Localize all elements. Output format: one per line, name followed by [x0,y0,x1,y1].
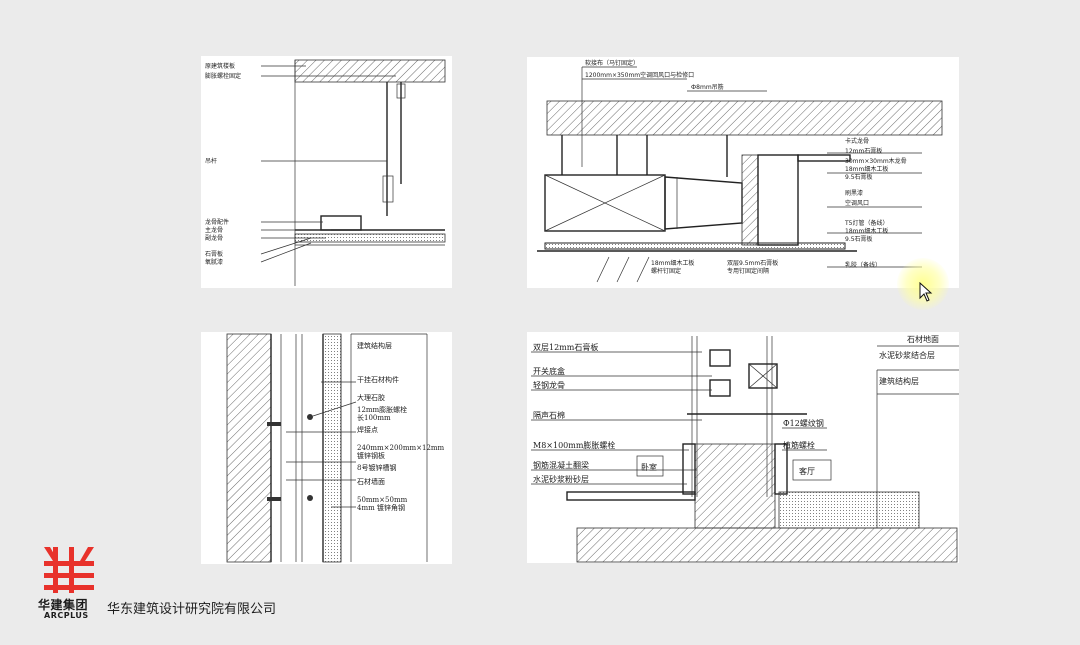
drawing-label: M8×100mm膨胀螺栓 [533,440,615,450]
drawing-label: 乳胶（备线） [845,261,881,269]
partition-wall-detail-drawing: 双层12mm石膏板开关底盒轻钢龙骨隔声石棉 M8×100mm膨胀螺栓钢筋混凝土翻梁… [527,332,959,563]
drawing-label: 18mm细木工板 [651,259,694,267]
drawing-label: 氧腻漆 [205,258,223,266]
drawing-label: 长100mm [357,413,391,422]
drawing-label: 吊杆 [205,157,217,165]
mouse-pointer-icon [919,282,933,302]
drawing-label: 龙骨配件 [205,218,229,226]
drawing-label: 副龙骨 [205,234,223,242]
drawing-label: 镀锌钢板 [357,451,385,460]
arcplus-logo-icon [44,547,94,593]
drawing-label: 8号镀锌槽钢 [357,463,396,472]
drawing-label: 原建筑楼板 [205,62,235,70]
drawing-label: T5灯管（备线） [844,219,888,227]
concrete-beam [694,443,776,529]
drawing-label: 建筑结构层 [879,376,919,386]
drawing-label: 4mm 镀锌角钢 [357,503,405,512]
floor-slab [294,59,446,83]
drawing-label: 9.5石膏板 [845,173,873,181]
logo-english-name: ARCPLUS [44,611,89,620]
drawing-label: 50mm×50mm [357,496,408,504]
drawing-label: 焊接点 [357,425,378,434]
drawing-label: 主龙骨 [205,226,223,234]
drawing-label: 石材墙面 [357,477,385,486]
drawing-label: 240mm×200mm×12mm [357,444,445,452]
drawing-label: 开关底盒 [533,366,565,376]
drawing-label: 水泥砂浆粉砂层 [533,474,589,484]
drawing-label: 1200mm×350mm空调回风口与检修口 [585,71,694,79]
drawing-label: 9.5石膏板 [845,235,873,243]
drawing-label: 18mm细木工板 [845,227,888,235]
drawing-label: 钢筋混凝土翻梁 [533,460,589,470]
drawing-label: 干挂石材构件 [357,375,399,384]
drawing-label: 水泥砂浆结合层 [879,350,935,360]
drawing-label: 刷黑漆 [845,189,863,197]
stone-panel [322,333,342,563]
main-keel [320,215,362,231]
structural-wall [226,333,272,563]
drawing-label: 客厅 [799,466,815,476]
stone-wall-detail-drawing: 建筑结构层干挂石材构件大理石胶 12mm膨胀螺栓长100mm 焊接点 240mm×20… [201,332,452,564]
drawing-label: 双层9.5mm石膏板 [727,259,778,267]
drawing-label: 软接布（马钉固定） [585,59,639,67]
concrete-slab [546,100,943,136]
cursor-highlight [897,258,949,310]
air-outlet-detail-drawing: 软接布（马钉固定） 1200mm×350mm空调回风口与检修口 Ф8mm吊筋卡式龙骨… [527,57,959,288]
ceiling-detail-drawing: 原建筑楼板膨胀螺栓固定吊杆龙骨配件主龙骨副龙骨石膏板氧腻漆 [201,56,452,288]
drawing-label: Ф8mm吊筋 [691,83,724,91]
drawing-label: 隔声石棉 [533,410,565,420]
drawing-label: 双层12mm石膏板 [533,342,598,352]
logo-chinese-name: 华建集团 [38,598,89,612]
drawing-label: 石材地面 [907,334,939,344]
drawing-label: 12mm石膏板 [845,147,882,155]
air-outlet-labels: 软接布（马钉固定） 1200mm×350mm空调回风口与检修口 Ф8mm吊筋卡式龙骨… [585,59,907,275]
drawing-label: 螺杆钉固定 [651,267,681,275]
drawing-label: 卡式龙骨 [845,137,869,145]
drawing-label: Ф12螺纹钢 [783,418,824,428]
drawing-label: 轻钢龙骨 [533,380,565,390]
drawing-label: 建筑结构层 [357,341,392,350]
floor-structure [576,527,958,563]
drawing-label: 18mm细木工板 [845,165,888,173]
drawing-label: 卧室 [641,462,657,472]
drawing-label: 膨胀螺栓固定 [205,72,241,80]
drawing-label: 专用钉固定间隔 [727,267,769,275]
drawing-label: 空调风口 [845,199,869,207]
drawing-label: 石膏板 [205,250,223,258]
drawing-label: 12mm膨胀螺栓 [357,405,407,414]
drawing-label: 30mm×30mm木龙骨 [845,157,907,165]
drawing-label: 大理石胶 [357,393,385,402]
air-outlet-detail-svg: 软接布（马钉固定） 1200mm×350mm空调回风口与检修口 Ф8mm吊筋卡式龙骨… [537,59,943,283]
company-name: 华东建筑设计研究院有限公司 [107,602,277,617]
drawing-label: 植筋螺栓 [783,440,815,450]
